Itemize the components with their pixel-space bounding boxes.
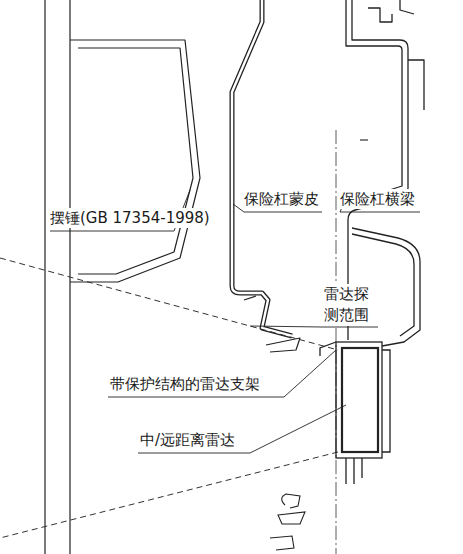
pendulum-outline xyxy=(70,40,200,282)
leader-line xyxy=(50,190,420,453)
part-label: 雷达探 测范围 xyxy=(322,284,378,326)
part-label: 摆锤(GB 17354-1998) xyxy=(48,208,212,228)
pendulum-edge xyxy=(44,0,45,554)
radar-range-line xyxy=(0,258,338,538)
part-label: 带保护结构的雷达支架 xyxy=(108,374,262,394)
lower-fascia xyxy=(270,0,368,550)
part-label: 保险杠蒙皮 xyxy=(242,189,321,209)
part-label: 保险杠横梁 xyxy=(338,189,417,209)
part-label: 中/远距离雷达 xyxy=(138,430,237,450)
bumper-skin xyxy=(232,0,300,352)
pendulum-inner xyxy=(78,48,193,274)
